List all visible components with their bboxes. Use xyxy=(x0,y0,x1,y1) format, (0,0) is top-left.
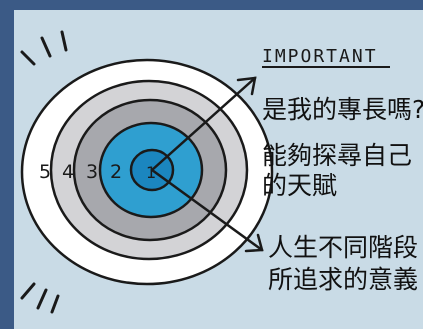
arrow-up-right xyxy=(150,76,257,172)
ring-label-2: 2 xyxy=(110,161,122,183)
annotation-question: 是我的專長嗎? xyxy=(262,95,423,124)
ring-label-4: 4 xyxy=(62,161,74,183)
annotation-meaning-line2: 所追求的意義 xyxy=(268,265,418,294)
ring-label-1: 1 xyxy=(146,163,156,182)
arrow-down-right xyxy=(150,168,264,253)
ring-label-3: 3 xyxy=(86,161,98,183)
annotation-talent-line2: 的天賦 xyxy=(262,171,337,200)
emphasis-strokes-bottom xyxy=(20,282,60,314)
annotation-meaning-line1: 人生不同階段 xyxy=(268,233,418,262)
annotation-talent-line1: 能夠探尋自己 xyxy=(262,141,412,170)
emphasis-strokes-top xyxy=(20,30,68,66)
heading-important: IMPORTANT xyxy=(262,46,378,67)
ring-label-5: 5 xyxy=(39,161,51,183)
